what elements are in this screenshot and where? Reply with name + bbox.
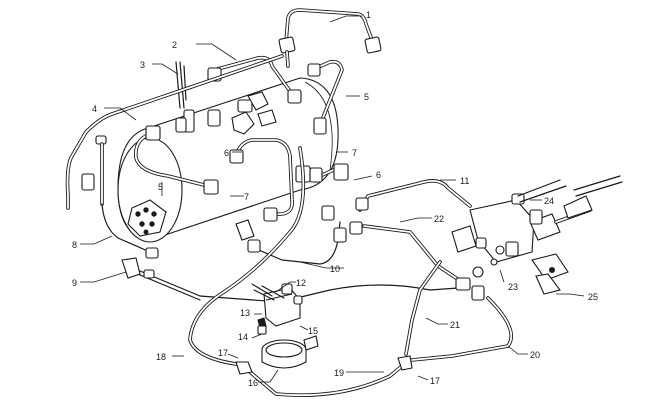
callout-7-lower: 7 — [244, 192, 249, 202]
callout-20: 20 — [530, 350, 540, 360]
callout-5-right: 5 — [364, 92, 369, 102]
manifold — [251, 283, 303, 327]
valve-block — [451, 175, 623, 278]
callout-21: 21 — [450, 320, 460, 330]
clamp-16 — [261, 335, 319, 369]
callout-23: 23 — [508, 282, 518, 292]
pipe-20-21 — [404, 260, 514, 362]
pipe-1 — [278, 8, 382, 68]
callout-22: 22 — [434, 214, 444, 224]
callout-18: 18 — [156, 352, 166, 362]
leader-lines — [80, 15, 585, 383]
callout-17-left: 17 — [218, 348, 228, 358]
heating-element — [127, 199, 167, 237]
pipe-5 — [307, 59, 344, 135]
callout-13: 13 — [240, 308, 250, 318]
callout-4: 4 — [92, 104, 97, 114]
callout-25: 25 — [588, 292, 598, 302]
callout-1: 1 — [366, 10, 371, 20]
callout-16: 16 — [248, 378, 258, 388]
solenoid-valve — [531, 253, 569, 295]
pipe-18-19 — [188, 146, 413, 397]
callout-17-right: 17 — [430, 376, 440, 386]
pipe-4 — [65, 54, 284, 210]
callout-2: 2 — [172, 40, 177, 50]
pipe-22 — [362, 224, 485, 301]
callout-10: 10 — [330, 264, 340, 274]
pipe-10 — [247, 205, 347, 265]
callout-14: 14 — [238, 332, 248, 342]
callout-5-left: 5 — [158, 182, 163, 192]
callout-7-upper: 7 — [352, 148, 357, 158]
callout-6-right: 6 — [376, 170, 381, 180]
callout-15: 15 — [308, 326, 318, 336]
callout-24: 24 — [544, 196, 554, 206]
callout-19: 19 — [334, 368, 344, 378]
boiler-tank — [117, 77, 339, 243]
fitting-14 — [257, 317, 267, 335]
callout-3: 3 — [140, 60, 145, 70]
callout-12: 12 — [296, 278, 306, 288]
callout-6-left: 6 — [224, 148, 229, 158]
callout-8: 8 — [72, 240, 77, 250]
pipe-6 — [133, 125, 349, 222]
callout-labels: 1 2 3 4 5 5 6 6 7 7 8 9 10 11 12 13 14 1… — [72, 10, 598, 388]
pipe-8 — [101, 203, 159, 259]
pipe-3 — [175, 61, 187, 109]
pipe-11 — [349, 179, 472, 235]
callout-9: 9 — [72, 278, 77, 288]
callout-11: 11 — [460, 176, 469, 186]
